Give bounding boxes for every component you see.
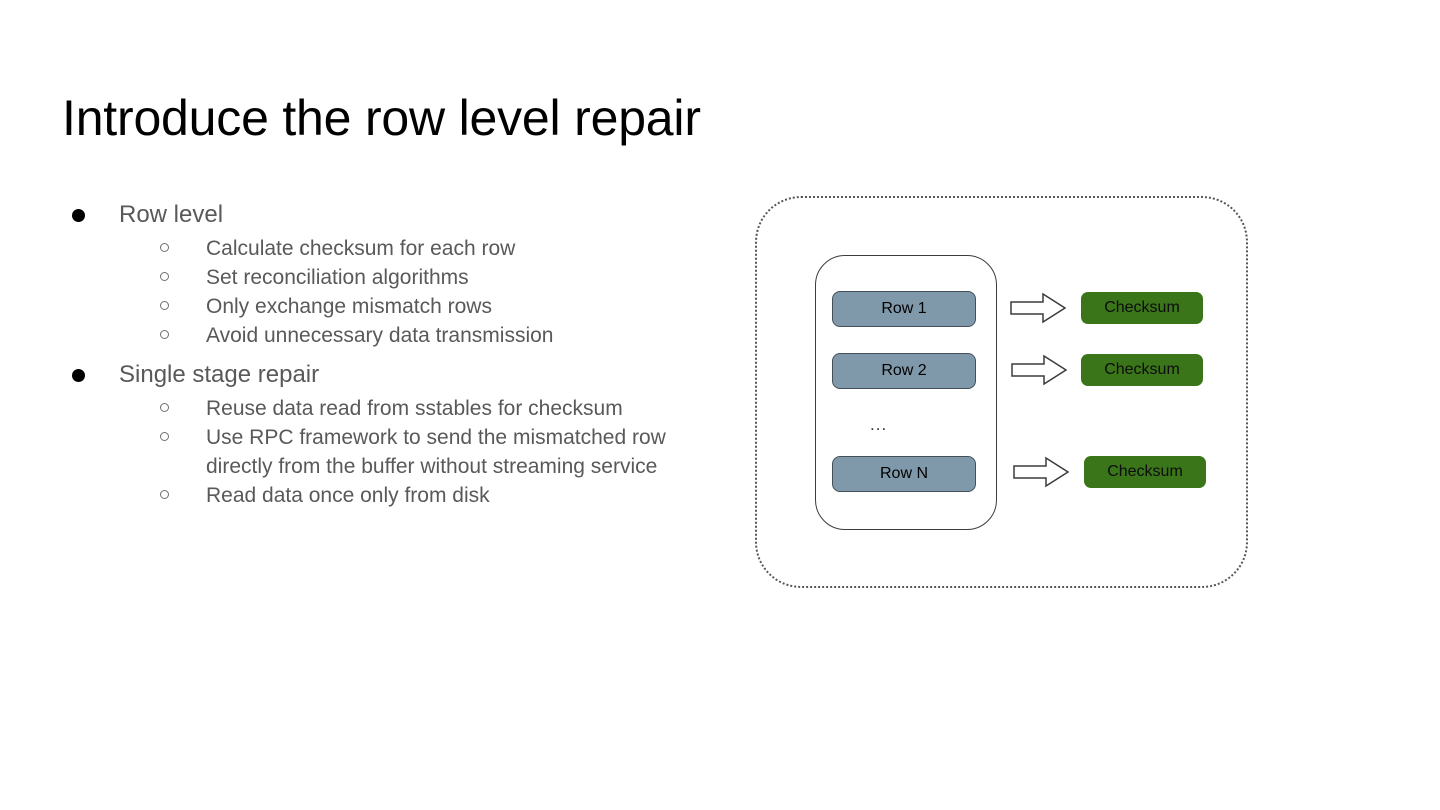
bullet-level2-label: Use RPC framework to send the mismatched… bbox=[206, 426, 666, 478]
bullet-level2: Avoid unnecessary data transmission bbox=[62, 321, 702, 350]
bullet-circle-icon bbox=[160, 301, 169, 310]
bullet-level1: Single stage repair bbox=[62, 356, 702, 394]
bullet-level2: Calculate checksum for each row bbox=[62, 234, 702, 263]
bullet-level2: Read data once only from disk bbox=[62, 481, 702, 510]
bullet-level2: Reuse data read from sstables for checks… bbox=[62, 394, 702, 423]
bullet-level2: Only exchange mismatch rows bbox=[62, 292, 702, 321]
bullet-level1-label: Row level bbox=[119, 201, 224, 228]
row-box: Row 1 bbox=[832, 291, 976, 327]
bullet-level2-label: Reuse data read from sstables for checks… bbox=[206, 397, 623, 420]
checksum-box: Checksum bbox=[1081, 292, 1203, 324]
bullet-content: Row level Calculate checksum for each ro… bbox=[62, 196, 702, 510]
row-box: Row N bbox=[832, 456, 976, 492]
bullet-level1: Row level bbox=[62, 196, 702, 234]
right-block-arrow-icon bbox=[1013, 456, 1069, 488]
bullet-circle-icon bbox=[160, 243, 169, 252]
bullet-level1-label: Single stage repair bbox=[119, 361, 320, 388]
bullet-level2: Set reconciliation algorithms bbox=[62, 263, 702, 292]
bullet-level2-label: Read data once only from disk bbox=[206, 484, 490, 507]
checksum-box: Checksum bbox=[1084, 456, 1206, 488]
right-block-arrow-icon bbox=[1010, 292, 1066, 324]
bullet-group: Row level Calculate checksum for each ro… bbox=[62, 196, 702, 350]
bullet-level2-label: Only exchange mismatch rows bbox=[206, 295, 492, 318]
bullet-dot-icon bbox=[72, 209, 85, 222]
bullet-level2-label: Calculate checksum for each row bbox=[206, 237, 516, 260]
row-box: Row 2 bbox=[832, 353, 976, 389]
bullet-level2-label: Avoid unnecessary data transmission bbox=[206, 324, 554, 347]
bullet-circle-icon bbox=[160, 403, 169, 412]
rows-ellipsis: ... bbox=[870, 415, 888, 434]
bullet-level2: Use RPC framework to send the mismatched… bbox=[62, 423, 702, 481]
row-level-repair-diagram: Row 1 Row 2 ... Row N Checksum Checksum … bbox=[755, 196, 1248, 588]
bullet-level2-label: Set reconciliation algorithms bbox=[206, 266, 469, 289]
bullet-circle-icon bbox=[160, 330, 169, 339]
bullet-circle-icon bbox=[160, 272, 169, 281]
page-title: Introduce the row level repair bbox=[62, 90, 701, 146]
bullet-circle-icon bbox=[160, 432, 169, 441]
right-block-arrow-icon bbox=[1011, 354, 1067, 386]
checksum-box: Checksum bbox=[1081, 354, 1203, 386]
bullet-group: Single stage repair Reuse data read from… bbox=[62, 356, 702, 510]
bullet-dot-icon bbox=[72, 369, 85, 382]
bullet-circle-icon bbox=[160, 490, 169, 499]
